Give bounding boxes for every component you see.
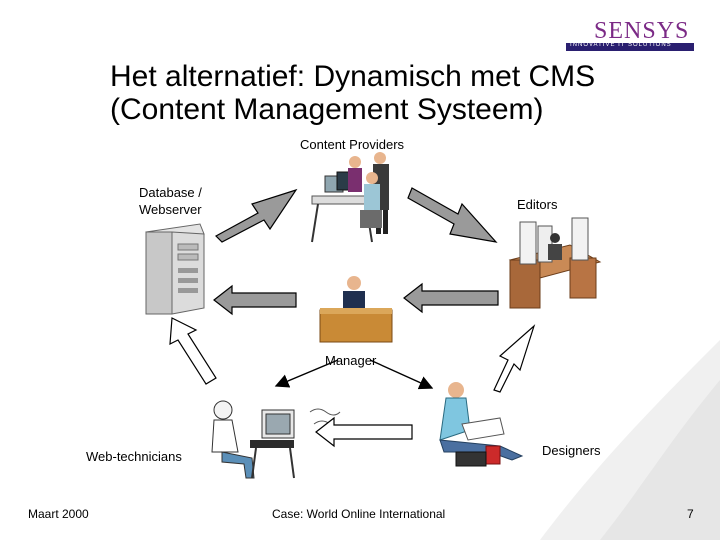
- logo-wordmark: SENSYS: [594, 18, 690, 44]
- company-logo: SENSYS INNOVATIVE IT SOLUTIONS: [560, 18, 700, 54]
- arrow-manager-to-technician: [274, 359, 339, 388]
- title-line-2: (Content Management Systeem): [110, 93, 544, 126]
- label-web-technicians: Web-technicians: [86, 449, 182, 464]
- server-tower-icon: [145, 223, 205, 315]
- arrow-manager-to-designer: [369, 359, 434, 390]
- logo-bar: [566, 43, 694, 51]
- arrow-providers-to-editors: [407, 187, 498, 243]
- arrow-providers-to-database: [215, 188, 298, 243]
- desk-with-paper-stacks-icon: [508, 217, 602, 309]
- label-content-providers: Content Providers: [300, 137, 405, 152]
- technician-at-computer-icon: [211, 400, 341, 479]
- arrow-editors-to-manager: [403, 282, 499, 314]
- footer-case: Case: World Online International: [272, 507, 446, 521]
- logo-tagline: INNOVATIVE IT SOLUTIONS: [570, 42, 672, 48]
- arrow-technician-to-database: [169, 317, 217, 385]
- designer-at-desk-icon: [439, 382, 524, 467]
- manager-at-desk-icon: [319, 276, 393, 343]
- arrow-manager-to-database: [213, 284, 297, 316]
- corner-swoosh-decoration: [540, 340, 720, 540]
- footer-page-number: 7: [687, 507, 694, 521]
- label-database-line-2: Webserver: [139, 202, 202, 217]
- label-designers: Designers: [542, 443, 601, 458]
- page-title: Het alternatief: Dynamisch met CMS (Cont…: [110, 60, 670, 126]
- people-at-computer-icon: [311, 152, 389, 243]
- label-manager: Manager: [325, 353, 377, 368]
- footer-date: Maart 2000: [28, 507, 89, 521]
- label-editors: Editors: [517, 197, 558, 212]
- label-database-line-1: Database /: [139, 185, 202, 200]
- title-line-1: Het alternatief: Dynamisch met CMS: [110, 60, 596, 93]
- arrow-designer-to-technician: [315, 416, 413, 448]
- arrow-editors-to-designer: [493, 324, 536, 393]
